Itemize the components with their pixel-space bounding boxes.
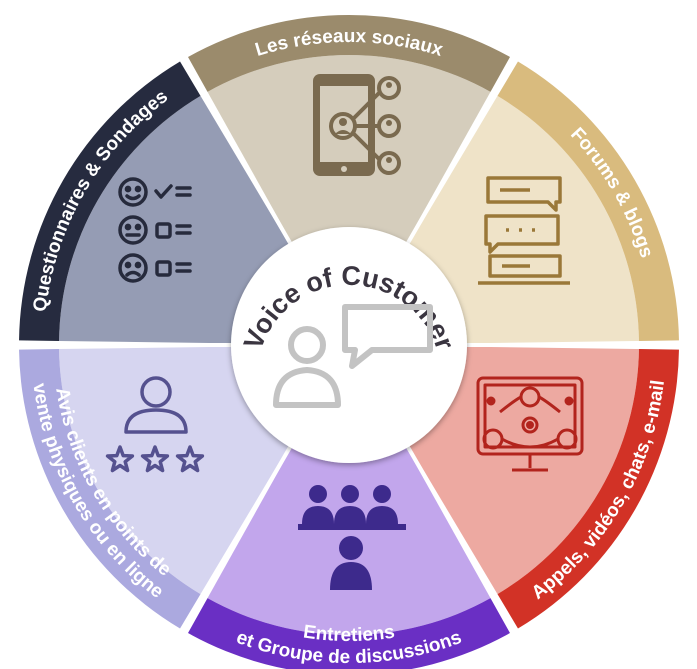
phone-network-icon	[313, 74, 401, 176]
segment-band-forums	[497, 61, 679, 341]
user-rating-stars-icon	[105, 376, 205, 473]
center-hub: Voice of Customer	[231, 227, 467, 463]
segment-band-interviews	[188, 598, 510, 669]
survey-emoji-checklist-icon	[118, 177, 192, 283]
monitor-support-icon	[476, 376, 584, 472]
segment-label-interviews-line1: Entretiens	[302, 622, 396, 646]
segment-band-calls	[497, 349, 679, 629]
segment-band-reviews	[19, 349, 201, 629]
person-speech-bubble-icon	[273, 304, 433, 408]
group-meeting-icon	[298, 485, 406, 590]
segment-band-surveys	[19, 61, 201, 341]
segment-band-social	[188, 15, 510, 92]
segment-inner-social	[207, 54, 491, 345]
chat-messages-icon	[478, 176, 570, 285]
